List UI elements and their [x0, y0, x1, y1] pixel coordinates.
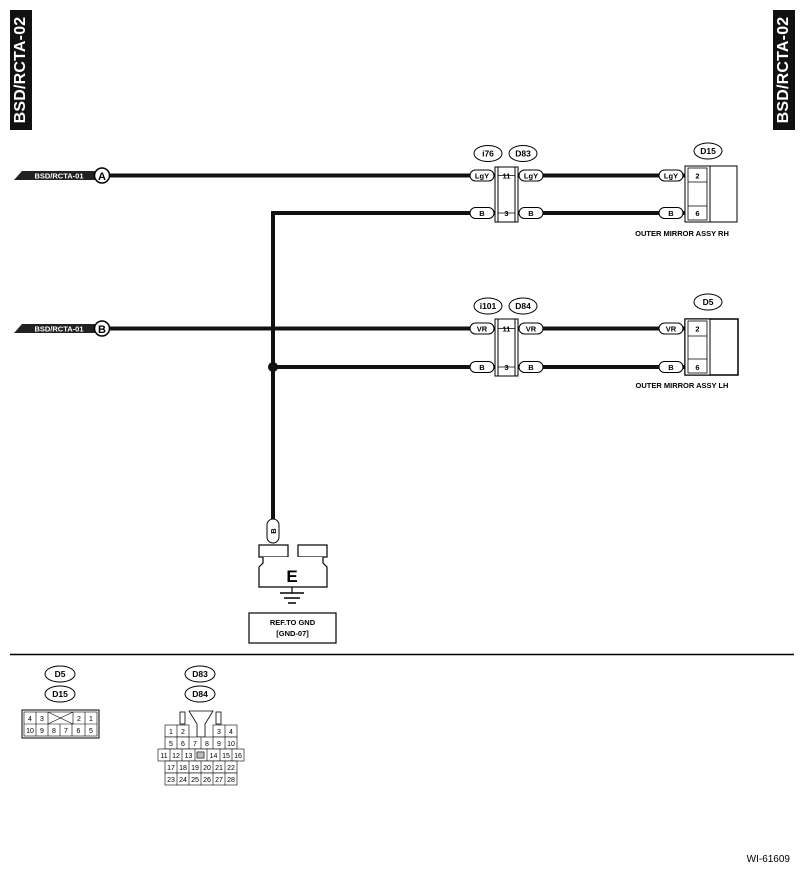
d5-pin-1: 1: [89, 716, 93, 723]
d83-pin-21: 21: [215, 765, 223, 772]
connector-i76-d83: i76 D83 11 3: [473, 145, 538, 223]
d83-pin-28: 28: [227, 777, 235, 784]
wire-tag-vr-1: VR: [477, 325, 488, 334]
splice-point: [268, 362, 278, 372]
pin-i76-3: 3: [504, 209, 508, 218]
d83-pin-5: 5: [169, 741, 173, 748]
d83-pin-26: 26: [203, 777, 211, 784]
legend-d15-label: D15: [52, 689, 68, 699]
d83-pin-6: 6: [181, 741, 185, 748]
connector-i101-label: i101: [480, 301, 497, 311]
connector-d15-label: D15: [700, 146, 716, 156]
wire-tag-b-2: B: [528, 209, 534, 218]
outer-mirror-rh: D15 2 6 OUTER MIRROR ASSY RH: [635, 142, 738, 238]
d5-pin-10: 10: [26, 728, 34, 735]
d83-pin-13: 13: [185, 753, 193, 760]
from-tag-a[interactable]: BSD/RCTA-01 A: [14, 167, 111, 184]
d83-pin-17: 17: [167, 765, 175, 772]
d83-pin-3: 3: [217, 729, 221, 736]
wire-tag-b-1: B: [479, 209, 485, 218]
from-tag-b-letter: B: [98, 324, 106, 336]
legend-d84-label: D84: [192, 689, 208, 699]
d83-pin-19: 19: [191, 765, 199, 772]
ground-connector-e: E REF.TO GND [GND-07]: [248, 544, 337, 644]
from-tag-a-text: BSD/RCTA-01: [34, 172, 83, 181]
legend-d83-d84: D83 D84: [157, 665, 245, 786]
legend-d5-d15: D5 D15 4 3 2 1 10 9 8 7 6 5: [21, 665, 100, 739]
wire-tag-b-5: B: [528, 363, 534, 372]
ref-to-gnd-line1: REF.TO GND: [270, 618, 316, 627]
side-tab-left: BSD/RCTA-02: [10, 10, 32, 130]
d5-pin-7: 7: [64, 728, 68, 735]
d83-pin-25: 25: [191, 777, 199, 784]
wire-tag-lgy-2: LgY: [524, 172, 538, 181]
connector-d84-label: D84: [515, 301, 531, 311]
d83-pin-8: 8: [205, 741, 209, 748]
ref-to-gnd-box: [248, 612, 337, 644]
d83-pin-15: 15: [222, 753, 230, 760]
d83-pin-10: 10: [227, 741, 235, 748]
pin-d5-2: 2: [695, 325, 699, 334]
d5-pin-9: 9: [40, 728, 44, 735]
wire-tag-lgy-3: LgY: [664, 172, 678, 181]
outer-mirror-lh: D5 2 6 OUTER MIRROR ASSY LH: [636, 293, 739, 390]
pin-i101-11: 11: [503, 325, 511, 334]
wire-tag-vr-3: VR: [666, 325, 677, 334]
connector-d83-label: D83: [515, 149, 531, 159]
d83-pin-14: 14: [210, 753, 218, 760]
wires: [110, 173, 685, 520]
d5-pin-4: 4: [28, 716, 32, 723]
d5-pin-2: 2: [77, 716, 81, 723]
component-label-rh: OUTER MIRROR ASSY RH: [635, 229, 729, 238]
ref-to-gnd-line2: [GND-07]: [276, 629, 309, 638]
d83-pin-18: 18: [179, 765, 187, 772]
d83-pin-24: 24: [179, 777, 187, 784]
connector-d5-label: D5: [703, 297, 714, 307]
pin-i101-3: 3: [504, 363, 508, 372]
figure-code: WI-61609: [747, 854, 791, 865]
from-tag-b[interactable]: BSD/RCTA-01 B: [14, 320, 111, 337]
pin-i76-11: 11: [503, 172, 511, 181]
d83-pin-7: 7: [193, 741, 197, 748]
pin-d5-6: 6: [695, 363, 699, 372]
d83-pin-23: 23: [167, 777, 175, 784]
wire-tag-b-4: B: [479, 363, 485, 372]
d5-pin-3: 3: [40, 716, 44, 723]
d5-pin-5: 5: [89, 728, 93, 735]
d5-pin-8: 8: [52, 728, 56, 735]
wire-tag-lgy-1: LgY: [475, 172, 489, 181]
from-tag-a-letter: A: [98, 171, 106, 183]
component-label-lh: OUTER MIRROR ASSY LH: [636, 381, 729, 390]
side-tab-right: BSD/RCTA-02: [773, 10, 795, 130]
d83-pin-12: 12: [172, 753, 180, 760]
pin-d15-6: 6: [695, 209, 699, 218]
d83-pin-22: 22: [227, 765, 235, 772]
d83-pin-11: 11: [160, 753, 167, 760]
d5-pin-6: 6: [77, 728, 81, 735]
wire-tag-b-6: B: [668, 363, 674, 372]
ground-letter: E: [286, 567, 297, 586]
d83-pin-4: 4: [229, 729, 233, 736]
wire-tag-b-3: B: [668, 209, 674, 218]
wire-tags: LgY LgY LgY B B B VR VR VR B B B B: [266, 169, 684, 544]
legend-d83-label: D83: [192, 669, 208, 679]
from-tag-b-text: BSD/RCTA-01: [34, 325, 83, 334]
wire-rh-ground: [271, 211, 685, 520]
wire-tag-vr-2: VR: [526, 325, 537, 334]
d83-pin-27: 27: [215, 777, 223, 784]
pin-d15-2: 2: [695, 172, 699, 181]
wire-tag-b-vertical: B: [269, 528, 278, 534]
d83-pin-9: 9: [217, 741, 221, 748]
connector-i76-label: i76: [482, 149, 494, 159]
legend-d5-label: D5: [55, 669, 66, 679]
d83-pin-16: 16: [234, 753, 242, 760]
d83-pin-2: 2: [181, 729, 185, 736]
d83-pin-20: 20: [203, 765, 211, 772]
d83-pin-1: 1: [169, 729, 173, 736]
connector-i101-d84: i101 D84 11 3: [473, 297, 538, 377]
